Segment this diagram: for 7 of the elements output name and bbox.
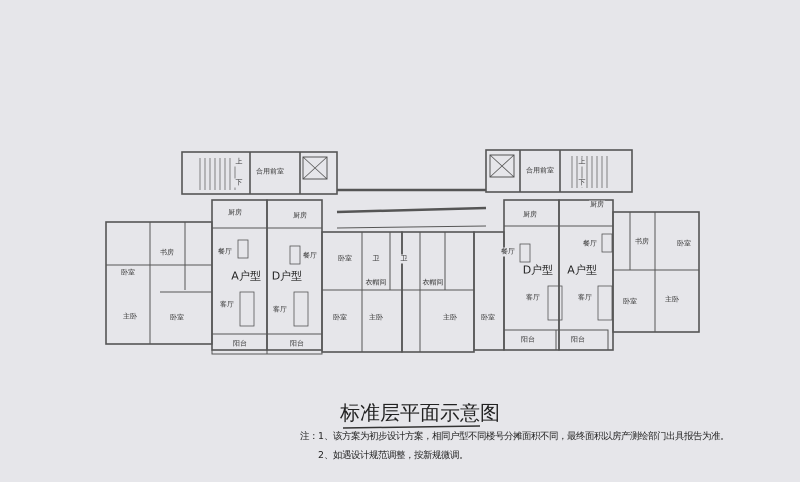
room-label: A户型 <box>566 264 598 276</box>
room-label: D户型 <box>522 264 554 276</box>
note-text: 注：1、该方案为初步设计方案，相同户型不同楼号分摊面积不同，最终面积以房产测绘部门出具报告为准。 <box>300 430 729 443</box>
room-label: D户型 <box>270 270 304 282</box>
title: 标准层平面示意图 <box>340 400 500 426</box>
room-label: A户型 <box>230 270 262 282</box>
note-text: 2、如遇设计规范调整，按新规微调。 <box>318 449 468 462</box>
